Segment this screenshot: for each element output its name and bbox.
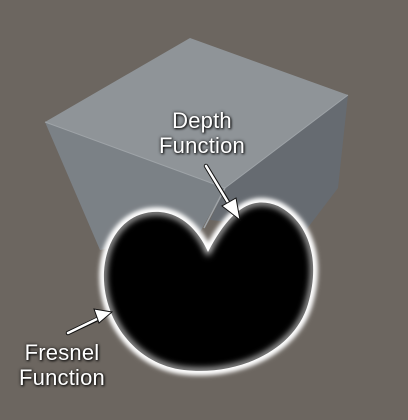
cube-edge-right <box>224 94 349 189</box>
cube-edge-top <box>44 121 226 189</box>
depth-function-label: Depth Function <box>146 108 258 158</box>
cube-top-face <box>45 38 348 188</box>
fresnel-function-label: Fresnel Function <box>6 340 118 390</box>
fresnel-label-line1: Fresnel <box>24 340 100 365</box>
depth-label-line1: Depth <box>172 108 232 133</box>
shader-mask <box>99 198 318 375</box>
depth-label-line2: Function <box>159 133 245 158</box>
fresnel-arrow <box>65 308 114 336</box>
depth-arrow <box>203 163 241 222</box>
fresnel-label-line2: Function <box>19 365 105 390</box>
cube-right-face <box>210 95 348 238</box>
mask-body <box>103 202 314 371</box>
mask-edge-highlight <box>101 200 316 373</box>
